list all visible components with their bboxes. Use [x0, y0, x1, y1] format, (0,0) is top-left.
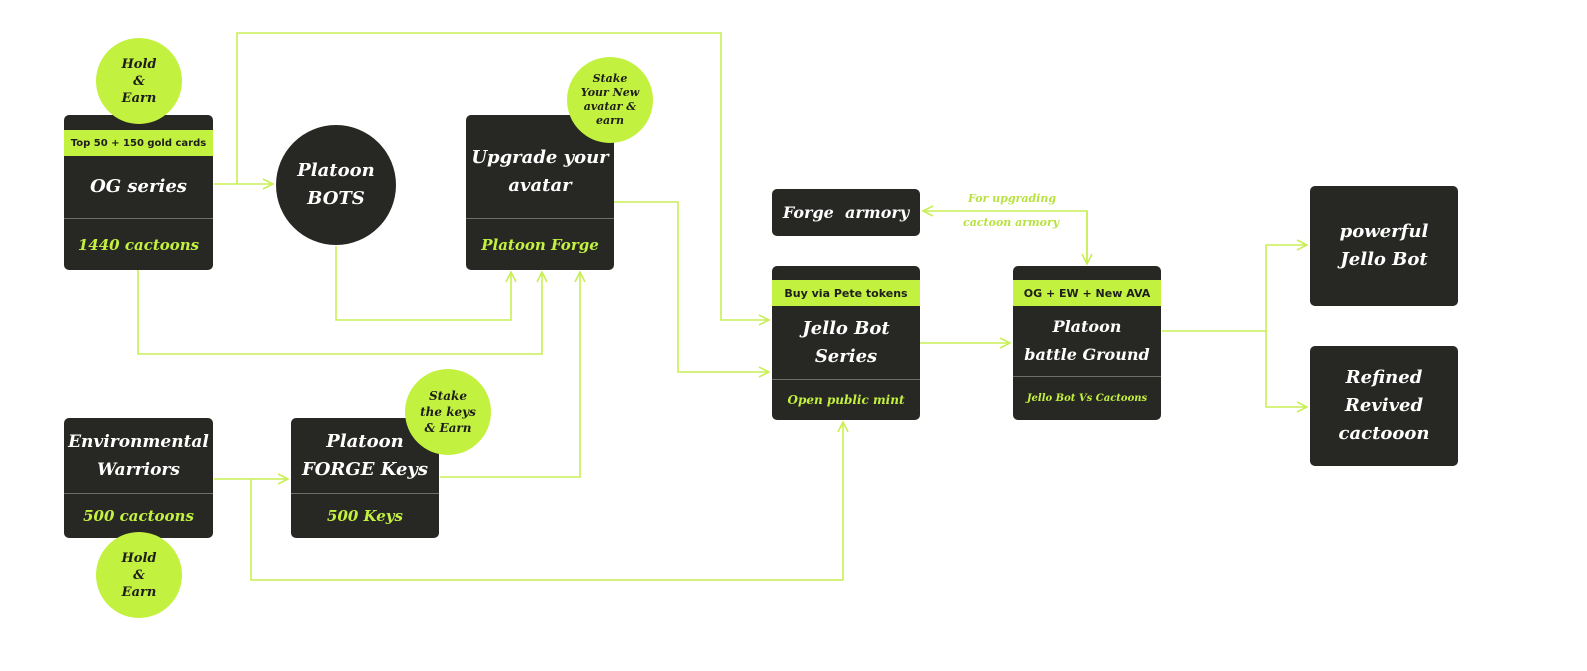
wire-ew-to-jello [250, 422, 843, 581]
wire-og-to-forge [137, 270, 542, 355]
jello-bot-series-node: Buy via Pete tokens Jello Bot Series Ope… [772, 266, 920, 420]
environmental-warriors-node: Environmental Warriors 500 cactoons [64, 418, 213, 538]
upgrade-avatar-title: Upgrade your avatar [471, 146, 609, 196]
platoon-bots-node: Platoon BOTS [276, 125, 396, 245]
battle-ground-band: OG + EW + New AVA [1013, 280, 1161, 306]
powerful-jello-bot-title: powerful Jello Bot [1339, 221, 1429, 270]
wire-og-to-jello [236, 32, 769, 320]
battle-ground-sub: Jello Bot Vs Cactoons [1026, 393, 1148, 404]
hold-earn-badge-top: Hold & Earn [96, 38, 182, 124]
wire-split-to-refined [1265, 331, 1307, 407]
environmental-warriors-divider [64, 493, 213, 494]
upgrade-avatar-node: Upgrade your avatar Platoon Forge [466, 115, 614, 270]
wire-upgrade-to-jello [614, 201, 769, 372]
wire-bots-to-forge [335, 246, 511, 321]
og-series-count: 1440 cactoons [77, 235, 200, 254]
og-series-node: Top 50 + 150 gold cards OG series 1440 c… [64, 115, 213, 270]
forge-keys-divider [291, 493, 439, 494]
forge-keys-title: Platoon FORGE Keys [301, 430, 429, 480]
upgrade-note-line1: For upgrading [968, 192, 1057, 205]
forge-armory-node: Forge armory [772, 189, 920, 236]
upgrade-avatar-sub: Platoon Forge [481, 235, 599, 254]
upgrade-note-line2: cactoon armory [963, 216, 1060, 229]
battle-ground-divider [1013, 376, 1161, 377]
upgrade-avatar-divider [466, 218, 614, 219]
og-series-divider [64, 218, 213, 219]
refined-cactooon-node: Refined Revived cactooon [1310, 346, 1458, 466]
jello-bot-series-title: Jello Bot Series [802, 317, 890, 367]
environmental-warriors-title: Environmental Warriors [68, 431, 209, 480]
environmental-warriors-count: 500 cactoons [83, 507, 194, 525]
powerful-jello-bot-node: powerful Jello Bot [1310, 186, 1458, 306]
jello-bot-series-sub: Open public mint [787, 393, 905, 407]
forge-armory-title: Forge armory [782, 202, 910, 222]
og-series-band: Top 50 + 150 gold cards [64, 130, 213, 156]
forge-keys-count: 500 Keys [327, 507, 403, 525]
battle-ground-title: Platoon battle Ground [1024, 317, 1150, 364]
refined-cactooon-title: Refined Revived cactooon [1338, 367, 1430, 444]
og-series-title: OG series [90, 176, 187, 197]
wire-split-to-powerful [1265, 245, 1307, 331]
stake-avatar-badge: Stake Your New avatar & earn [567, 57, 653, 143]
wire-keys-to-forge [440, 272, 580, 478]
jello-bot-series-divider [772, 379, 920, 380]
battle-ground-node: OG + EW + New AVA Platoon battle Ground … [1013, 266, 1161, 420]
hold-earn-badge-bottom: Hold & Earn [96, 532, 182, 618]
stake-keys-badge: Stake the keys & Earn [405, 369, 491, 455]
jello-bot-series-band: Buy via Pete tokens [772, 280, 920, 306]
